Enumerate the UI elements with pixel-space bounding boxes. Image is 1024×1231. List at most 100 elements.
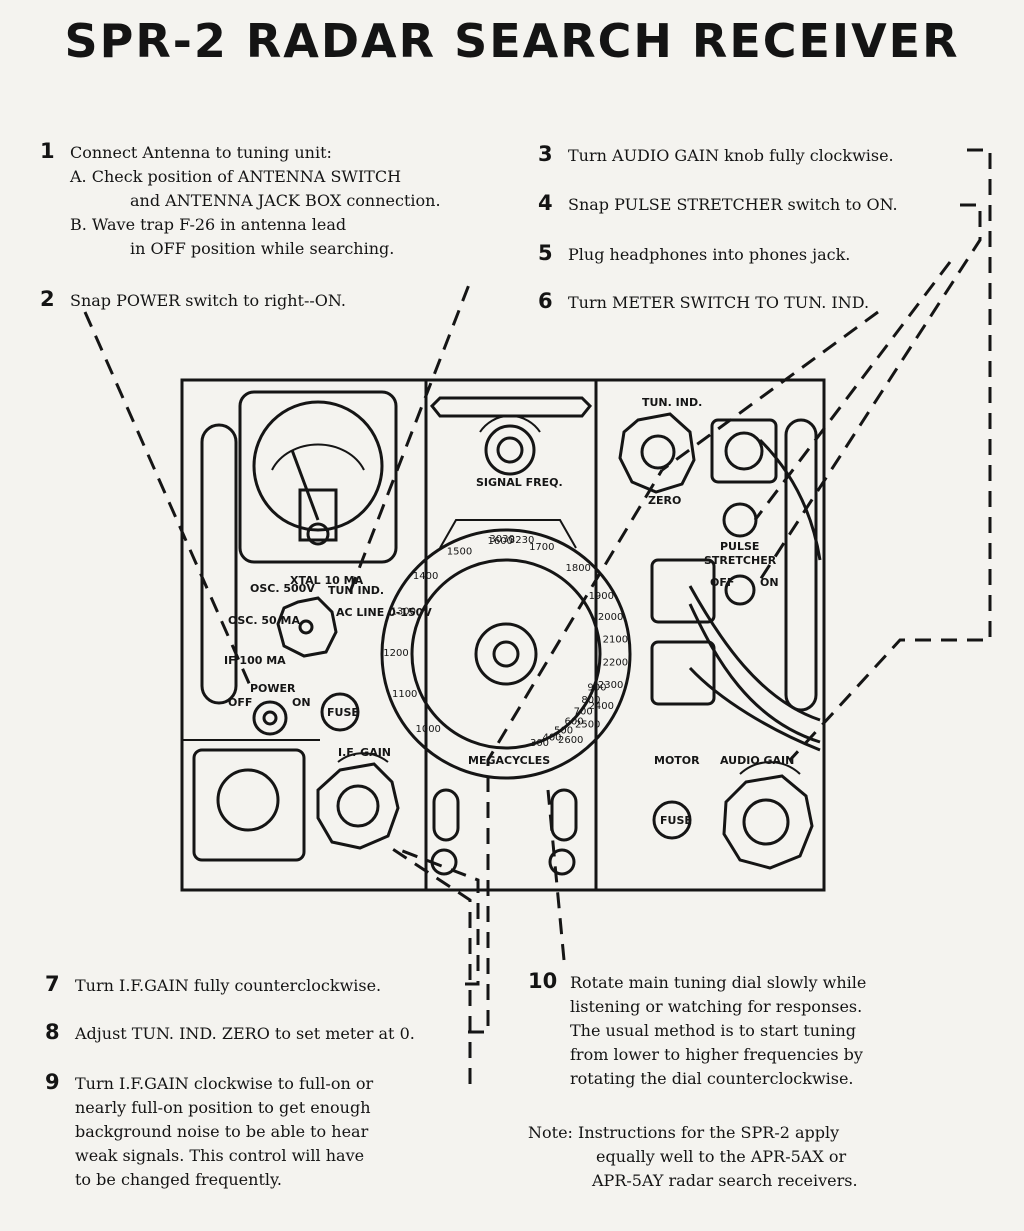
osc50-label: OSC. 50 MA xyxy=(228,614,300,627)
page-title: SPR-2 RADAR SEARCH RECEIVER xyxy=(64,14,960,68)
step-3: 3 Turn AUDIO GAIN knob fully clockwise. xyxy=(538,142,894,168)
step-9: 9 Turn I.F.GAIN clockwise to full-on or … xyxy=(45,1070,374,1192)
step-6-text: Turn METER SWITCH TO TUN. IND. xyxy=(568,293,870,312)
step-2-text: Snap POWER switch to right--ON. xyxy=(70,291,346,310)
step-1-line-3: and ANTENNA JACK BOX connection. xyxy=(130,191,441,210)
pulse-on-label: ON xyxy=(760,576,779,589)
dial-tick-label: 3030 xyxy=(489,534,514,545)
power-switch[interactable] xyxy=(252,700,288,736)
if-gain-label: I.F. GAIN xyxy=(338,746,391,759)
step-number: 3 xyxy=(538,142,553,166)
dial-tick-label: 2600 xyxy=(558,735,583,746)
note: Note: Instructions for the SPR-2 apply e… xyxy=(528,1121,858,1193)
step-4: 4 Snap PULSE STRETCHER switch to ON. xyxy=(538,191,898,217)
step-9-line-5: to be changed frequently. xyxy=(75,1170,282,1189)
dial-tick-label: 500 xyxy=(554,725,573,736)
dial-tick-label: 400 xyxy=(542,733,561,744)
stretcher-label: STRETCHER xyxy=(704,554,777,567)
dial-tick-label: 1600 xyxy=(487,536,512,547)
dial-tick-label: 700 xyxy=(574,706,593,717)
pulse-stretcher-switch[interactable] xyxy=(724,574,756,606)
step-10-line-5: rotating the dial counterclockwise. xyxy=(570,1069,854,1088)
step-10-line-3: The usual method is to start tuning xyxy=(570,1021,857,1040)
power-on-label: ON xyxy=(292,696,311,709)
audio-gain-knob[interactable] xyxy=(722,774,814,870)
if-gain-knob[interactable] xyxy=(316,762,400,850)
dial-tick-label: 1700 xyxy=(529,542,554,553)
leader-audio-gain xyxy=(788,148,992,762)
step-1: 1 Connect Antenna to tuning unit: A. Che… xyxy=(40,139,441,261)
motor-fuse-label: FUSE xyxy=(660,814,692,827)
power-label: POWER xyxy=(250,682,296,695)
xtal-label: XTAL 10 MA xyxy=(290,574,364,587)
dial-tick-label: 2300 xyxy=(598,680,623,691)
step-10-line-1: Rotate main tuning dial slowly while xyxy=(570,973,867,992)
step-number: 5 xyxy=(538,241,553,265)
meter-frame xyxy=(238,390,398,564)
meter-dial xyxy=(252,400,384,532)
fuse-label: FUSE xyxy=(327,706,359,719)
if100-label: IF 100 MA xyxy=(224,654,286,667)
step-number: 1 xyxy=(40,139,55,163)
audio-gain-label: AUDIO GAIN xyxy=(720,754,794,767)
step-10-line-4: from lower to higher frequencies by xyxy=(570,1045,863,1064)
note-line-3: APR-5AY radar search receivers. xyxy=(592,1171,858,1190)
pulse-label: PULSE xyxy=(720,540,759,553)
signal-freq-label: SIGNAL FREQ. xyxy=(476,476,563,489)
dial-tick-label: 1100 xyxy=(392,689,417,700)
dial-tick-label: 2500 xyxy=(575,720,600,731)
dial-tick-label: 1900 xyxy=(589,591,614,602)
top-handle xyxy=(429,396,593,418)
note-line-2: equally well to the APR-5AX or xyxy=(596,1147,847,1166)
dial-tick-label: 1800 xyxy=(565,563,590,574)
dial-tick-label: 3230 xyxy=(509,535,534,546)
main-tuning-dial[interactable] xyxy=(380,528,632,780)
step-9-line-1: Turn I.F.GAIN clockwise to full-on or xyxy=(75,1074,374,1093)
dial-tick-label: 300 xyxy=(530,738,549,749)
step-10-line-2: listening or watching for responses. xyxy=(570,997,863,1016)
step-1-line-2: A. Check position of ANTENNA SWITCH xyxy=(70,167,402,186)
step-5: 5 Plug headphones into phones jack. xyxy=(538,241,851,267)
step-number: 2 xyxy=(40,287,55,311)
step-8: 8 Adjust TUN. IND. ZERO to set meter at … xyxy=(45,1020,415,1046)
dial-tick-label: 2400 xyxy=(589,701,614,712)
motor-label: MOTOR xyxy=(654,754,700,767)
step-number: 8 xyxy=(45,1020,60,1044)
signal-freq-knob[interactable] xyxy=(484,424,536,476)
step-number: 7 xyxy=(45,972,60,996)
step-10: 10 Rotate main tuning dial slowly while … xyxy=(528,969,867,1091)
step-6: 6 Turn METER SWITCH TO TUN. IND. xyxy=(538,289,870,315)
megacycles-label: MEGACYCLES xyxy=(468,754,550,767)
tun-ind-selector-label: TUN IND. xyxy=(328,584,384,597)
power-off-label: OFF xyxy=(228,696,252,709)
dial-tick-label: 1300 xyxy=(391,607,416,618)
step-1-line-1: Connect Antenna to tuning unit: xyxy=(70,143,332,162)
dial-tick-label: 800 xyxy=(581,695,600,706)
pulse-off-label: OFF xyxy=(710,576,734,589)
dial-tick-label: 1500 xyxy=(447,546,472,557)
note-line-1: Note: Instructions for the SPR-2 apply xyxy=(528,1123,840,1142)
step-4-text: Snap PULSE STRETCHER switch to ON. xyxy=(568,195,898,214)
step-number: 9 xyxy=(45,1070,60,1094)
left-handle xyxy=(200,423,238,705)
step-1-line-4: B. Wave trap F-26 in antenna lead xyxy=(70,215,347,234)
meter-selector-knob[interactable] xyxy=(276,596,338,658)
dial-tick-label: 2100 xyxy=(603,635,628,646)
step-5-text: Plug headphones into phones jack. xyxy=(568,245,851,264)
step-1-line-5: in OFF position while searching. xyxy=(130,239,395,258)
step-7: 7 Turn I.F.GAIN fully counterclockwise. xyxy=(45,972,381,998)
step-number: 6 xyxy=(538,289,553,313)
tun-ind-zero-knob[interactable] xyxy=(618,412,696,494)
step-number: 10 xyxy=(528,969,558,993)
step-3-text: Turn AUDIO GAIN knob fully clockwise. xyxy=(568,146,894,165)
panel-outline xyxy=(180,378,826,892)
dial-tick-label: 600 xyxy=(565,717,584,728)
zero-label: ZERO xyxy=(648,494,681,507)
ac-line-label: AC LINE 0-150V xyxy=(336,606,432,619)
dial-tick-label: 1000 xyxy=(415,724,440,735)
dial-tick-labels: 1000110012001300140015001600170018001900… xyxy=(383,534,628,749)
phones-jack[interactable] xyxy=(722,502,758,538)
step-9-line-4: weak signals. This control will have xyxy=(75,1146,365,1165)
step-9-line-3: background noise to be able to hear xyxy=(75,1122,369,1141)
